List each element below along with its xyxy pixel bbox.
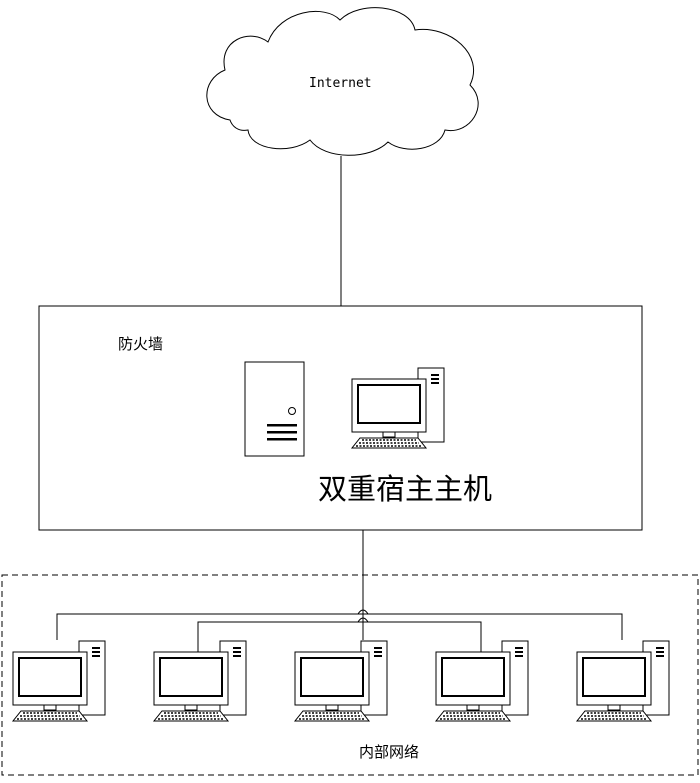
internal-network-box bbox=[1, 574, 699, 776]
bastion-host-label: 双重宿主主机 bbox=[318, 472, 493, 506]
cloud-icon bbox=[206, 7, 479, 156]
lan-computer-5 bbox=[576, 640, 670, 722]
bastion-computer-icon bbox=[351, 367, 445, 449]
lan-computer-1 bbox=[12, 640, 106, 722]
lan-computer-3 bbox=[294, 640, 388, 722]
lan-computer-2 bbox=[153, 640, 247, 722]
firewall-label: 防火墙 bbox=[118, 335, 164, 353]
server-icon bbox=[244, 361, 305, 457]
internet-label: Internet bbox=[309, 76, 372, 91]
lan-computer-4 bbox=[435, 640, 529, 722]
lan-bus bbox=[56, 609, 623, 655]
internal-network-label: 内部网络 bbox=[359, 743, 420, 761]
firewall-box bbox=[38, 305, 643, 531]
